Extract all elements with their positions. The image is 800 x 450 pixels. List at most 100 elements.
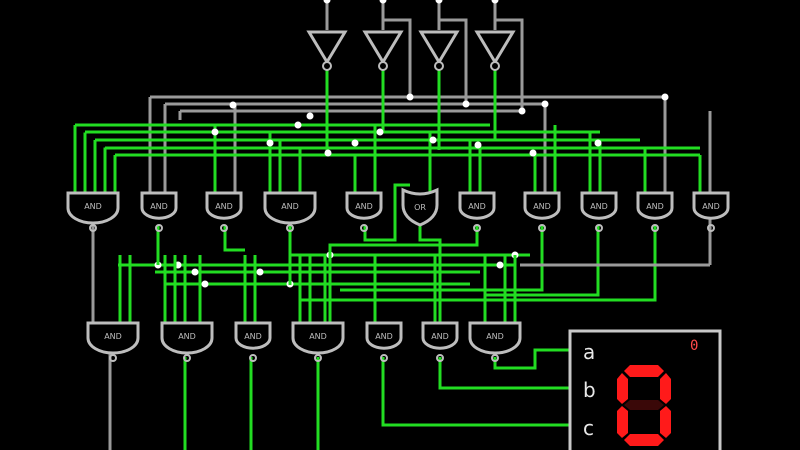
junction-dot [306, 112, 314, 120]
gate-output-pin [707, 224, 715, 232]
gate-output-pin [651, 224, 659, 232]
junction-dot [518, 107, 526, 115]
gate-type-label: AND [355, 202, 373, 211]
gate-type-label: AND [486, 332, 504, 341]
gate-type-label: AND [533, 202, 551, 211]
gate-type-label: AND [468, 202, 486, 211]
wire-on [438, 357, 570, 390]
and-gate [263, 191, 317, 225]
junction-dot [496, 261, 504, 269]
gate-output-pin [380, 354, 388, 362]
and-gate [692, 191, 730, 220]
gate-output-pin [249, 354, 257, 362]
gate-type-label: AND [178, 332, 196, 341]
junction-dot [324, 149, 332, 157]
gate-output-pin [538, 224, 546, 232]
gate-type-label: AND [104, 332, 122, 341]
not-gate-bubble [434, 61, 444, 71]
display-label-b: b [583, 378, 596, 402]
segment-bottom [624, 434, 664, 446]
junction-dot [379, 0, 387, 4]
and-gate [580, 191, 618, 220]
junction-dot [474, 141, 482, 149]
gate-type-label: AND [646, 202, 664, 211]
junction-dot [529, 149, 537, 157]
junction-dot [323, 0, 331, 4]
segment-middle [624, 400, 664, 410]
junction-dot [429, 136, 437, 144]
display-digit: 0 [690, 338, 699, 354]
and-gate [421, 321, 459, 350]
not-gate-bubble [490, 61, 500, 71]
segment-lower-right [660, 406, 671, 438]
wire-on [485, 225, 600, 297]
gate-type-label: AND [702, 202, 720, 211]
display-label-c: c [583, 416, 594, 440]
and-gate [66, 191, 120, 225]
gate-output-pin [89, 224, 97, 232]
junction-dot [201, 280, 209, 288]
gate-output-pin [473, 224, 481, 232]
display-label-a: a [583, 340, 596, 364]
wire-on [493, 348, 570, 370]
and-gate [86, 321, 140, 355]
seven-segment-display [568, 329, 722, 450]
gate-output-pin [314, 354, 322, 362]
gate-type-label: AND [281, 202, 299, 211]
junction-dot [229, 101, 237, 109]
gate-type-label: AND [244, 332, 262, 341]
not-gate-bubble [322, 61, 332, 71]
junction-dot [376, 128, 384, 136]
wire-on [381, 357, 570, 427]
and-gate [205, 191, 243, 220]
not-gate [418, 30, 460, 65]
gate-type-label: OR [414, 203, 426, 212]
junction-dot [541, 100, 549, 108]
wire-on [363, 183, 410, 242]
junction-dot [435, 0, 443, 4]
junction-dot [462, 100, 470, 108]
and-gate [291, 321, 345, 355]
segment-upper-right [660, 373, 671, 404]
junction-dot [211, 128, 219, 136]
junction-dot [294, 121, 302, 129]
not-gate [474, 30, 516, 65]
junction-dot [191, 268, 199, 276]
segment-top [624, 365, 664, 377]
junction-dot [351, 139, 359, 147]
gate-type-label: AND [215, 202, 233, 211]
junction-dot [491, 0, 499, 4]
junction-dot [266, 139, 274, 147]
wire-on [328, 225, 479, 325]
gate-output-pin [155, 224, 163, 232]
gate-type-label: AND [150, 202, 168, 211]
and-gate [458, 191, 496, 220]
gate-type-label: AND [431, 332, 449, 341]
and-gate [140, 191, 178, 220]
gate-output-pin [220, 224, 228, 232]
gate-output-pin [491, 354, 499, 362]
and-gate [345, 191, 383, 220]
or-gate [401, 187, 439, 227]
and-gate [365, 321, 403, 350]
gate-output-pin [109, 354, 117, 362]
wire-off [383, 18, 412, 97]
gate-output-pin [286, 224, 294, 232]
gate-type-label: AND [84, 202, 102, 211]
wire-off [495, 18, 524, 111]
gate-type-label: AND [309, 332, 327, 341]
wire-on [300, 225, 657, 302]
gate-output-pin [595, 224, 603, 232]
gate-output-pin [360, 224, 368, 232]
gate-type-label: AND [590, 202, 608, 211]
and-gate [234, 321, 272, 350]
gate-output-pin [436, 354, 444, 362]
and-gate [636, 191, 674, 220]
and-gate [468, 321, 522, 355]
and-gate [523, 191, 561, 220]
junction-dot [661, 93, 669, 101]
junction-dot [406, 93, 414, 101]
wire-on [418, 225, 442, 325]
segment-upper-left [617, 373, 628, 404]
